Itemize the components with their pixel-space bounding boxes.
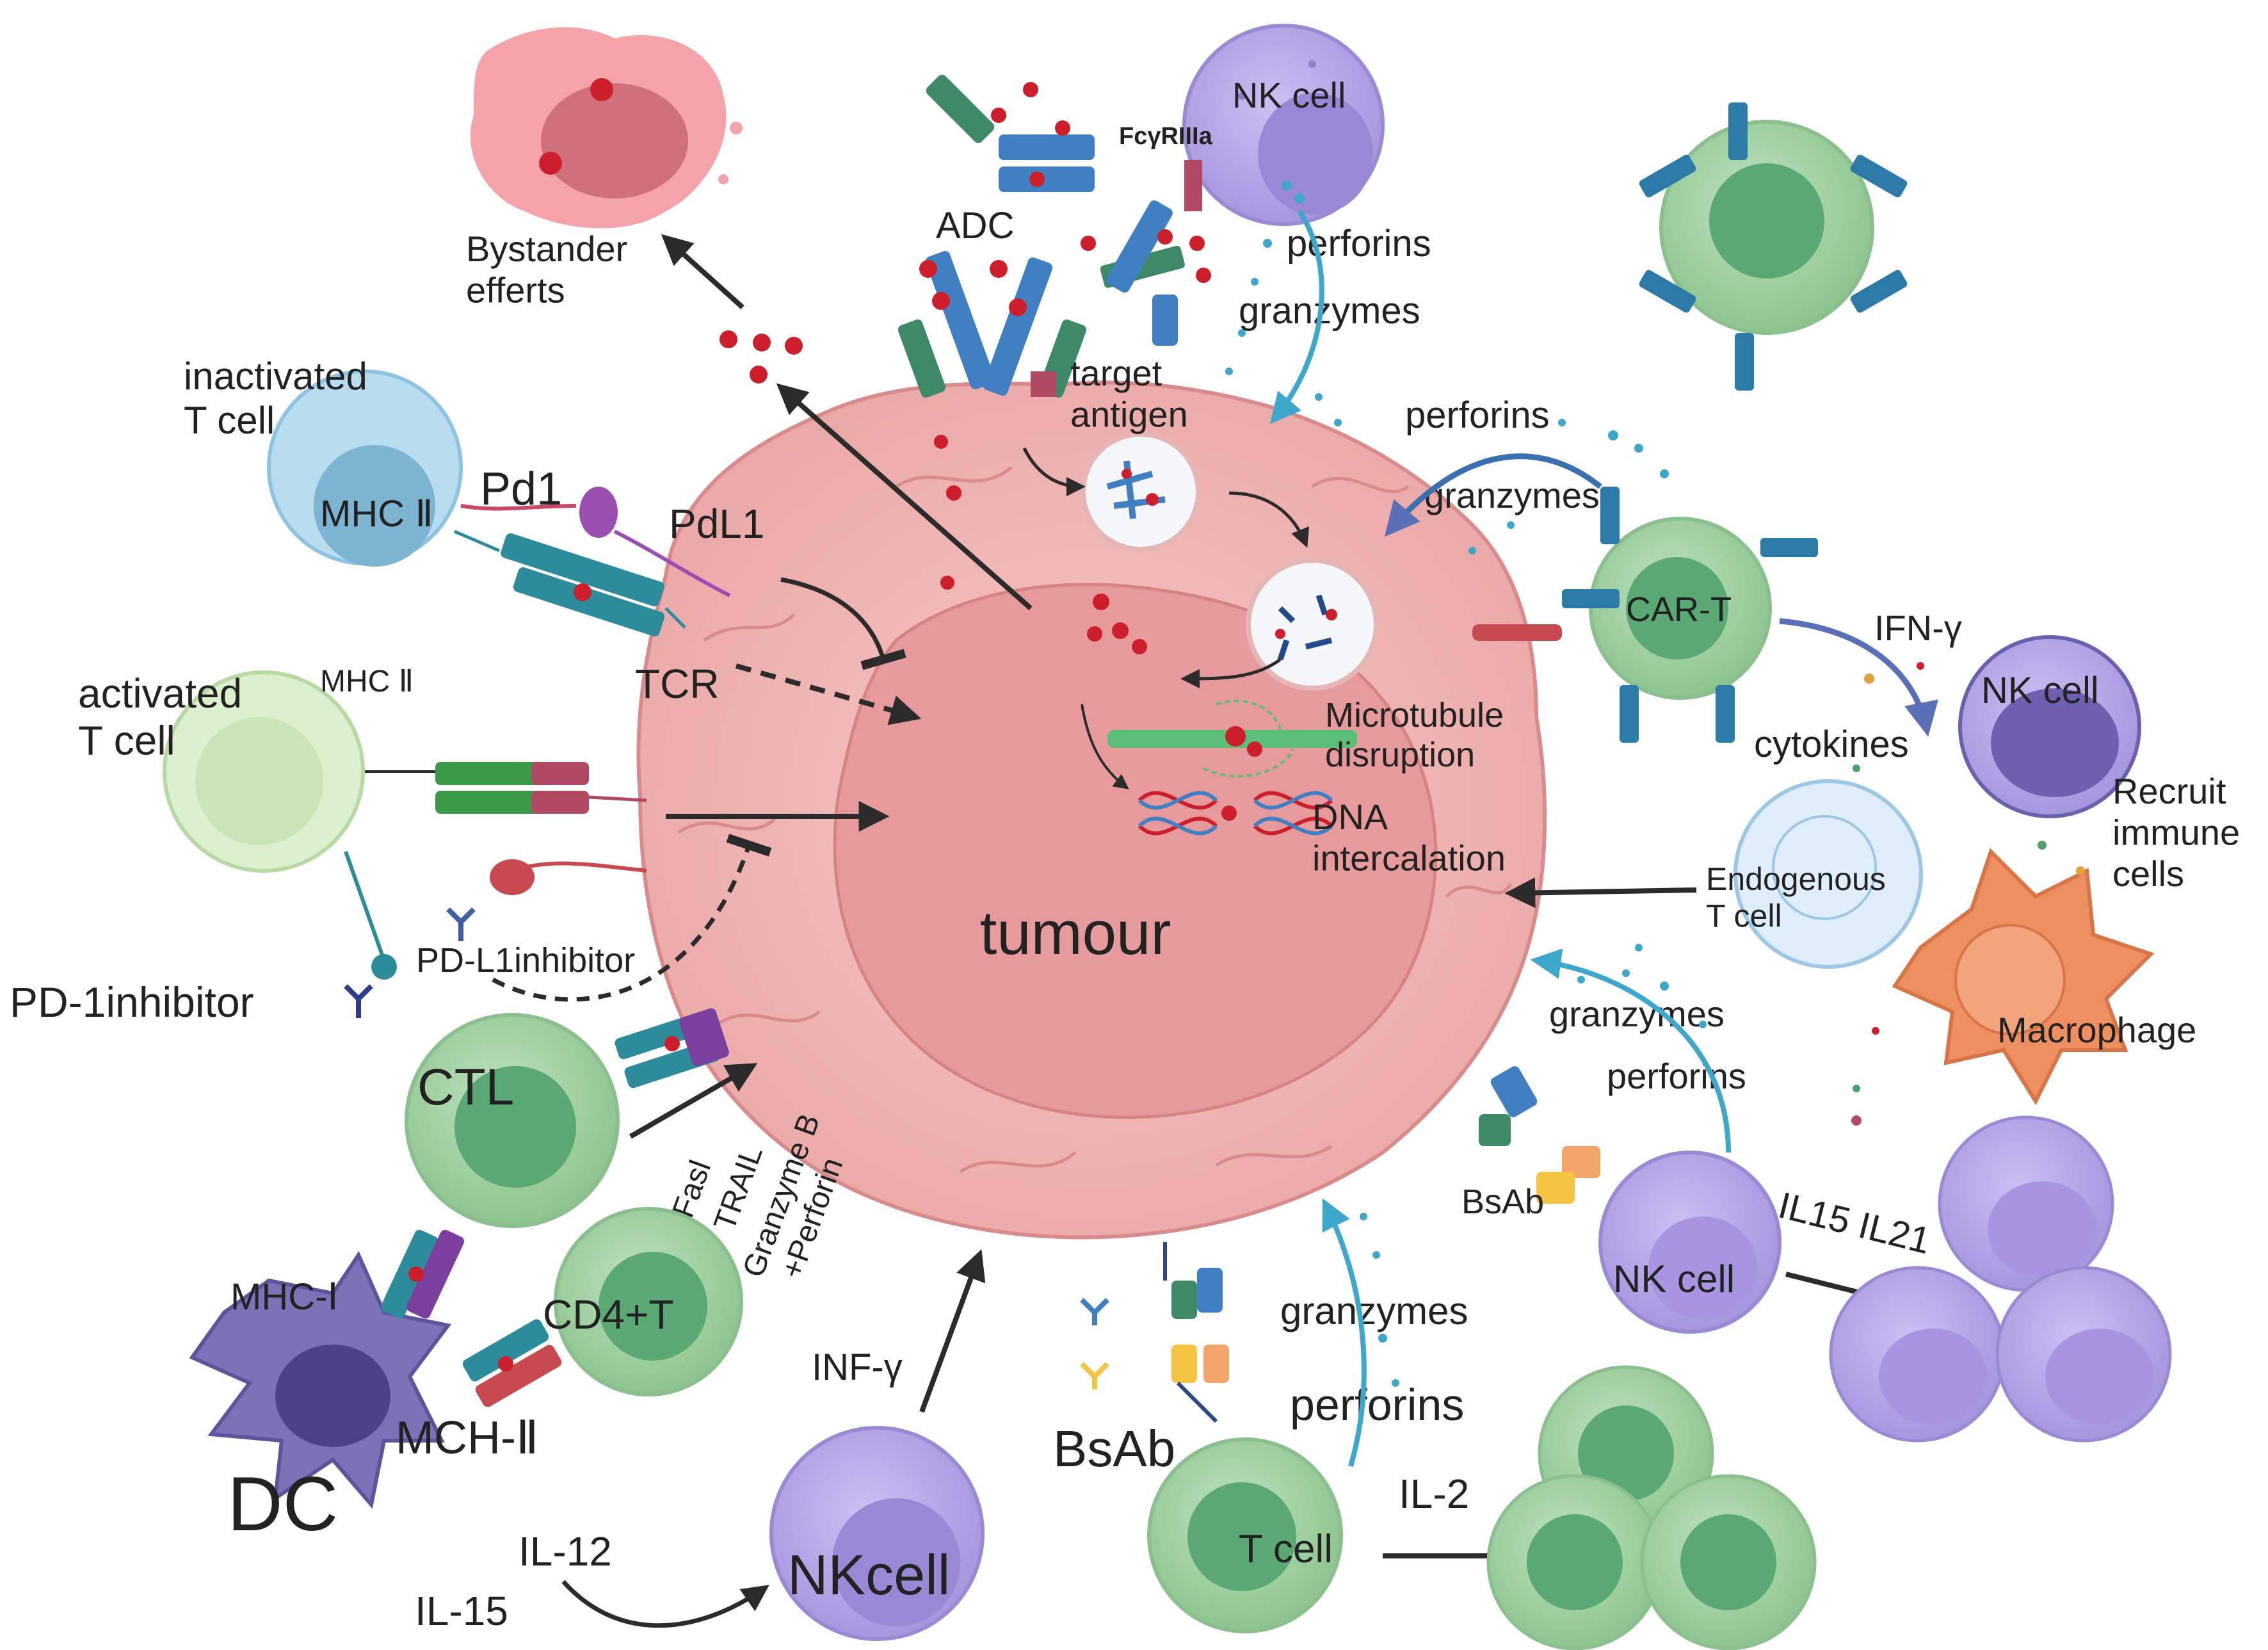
tcr-mhc-complex-ctl xyxy=(615,1008,729,1088)
microtubule-label: Microtubule disruption xyxy=(1325,696,1513,774)
adc-label: ADC xyxy=(936,205,1014,247)
il15-label: IL-15 xyxy=(415,1588,508,1634)
bystander-label: Bystander efferts xyxy=(466,229,638,310)
mhc-ii-complex xyxy=(462,1319,562,1407)
label-line: disruption xyxy=(1325,736,1475,774)
ctl-label: CTL xyxy=(417,1058,514,1115)
mhc-ii-act-label: MHC Ⅱ xyxy=(320,665,414,699)
fcgr-label: FcγRIIIa xyxy=(1119,123,1213,150)
pdl1-label: PdL1 xyxy=(669,501,764,547)
cytokine-dots xyxy=(1851,662,2085,1126)
endogenous-label: Endogenous T cell xyxy=(1706,861,1895,934)
tcr-label: TCR xyxy=(635,661,720,707)
tumour-label: tumour xyxy=(980,899,1171,967)
nk-top-label: NK cell xyxy=(1232,75,1346,115)
car-t-cell-topright xyxy=(1639,102,1908,391)
cd4-t-cell xyxy=(554,1207,743,1396)
nk-cell-top xyxy=(1182,24,1385,226)
granzymes-top-label: granzymes xyxy=(1239,290,1420,332)
ifn-g-label: IFN-γ xyxy=(1874,608,1962,648)
cytotoxic-granules-top xyxy=(1225,239,1342,426)
cytotoxic-granules-bottom xyxy=(1360,1213,1399,1387)
car-t-label: CAR-T xyxy=(1626,590,1732,629)
microtubule xyxy=(1107,699,1357,778)
nk-cell-expansion xyxy=(1829,1115,2172,1443)
nkcell-bottom-label: NKcell xyxy=(787,1543,950,1606)
label-line: T cell xyxy=(1706,898,1782,934)
t-cell-bottom-label: T cell xyxy=(1239,1527,1333,1571)
inactivated-t-label: inactivated T cell xyxy=(184,355,378,442)
dna-helix xyxy=(1138,791,1333,836)
activated-t-cell xyxy=(163,670,365,873)
macrophage-label: Macrophage xyxy=(1997,1010,2196,1050)
car-t-cell xyxy=(1472,487,1818,743)
pd1-pdl1-complex xyxy=(454,487,731,637)
endogenous-t-cell xyxy=(1733,779,1923,969)
t-cell-bottom xyxy=(1147,1437,1343,1633)
t-cell-expansion xyxy=(1486,1365,1817,1650)
bsab-right xyxy=(1479,1066,1600,1204)
label-line: efferts xyxy=(466,270,565,310)
endosome-2 xyxy=(1246,558,1379,691)
label-line: T cell xyxy=(184,399,275,442)
inf-g-label: INF-γ xyxy=(812,1347,903,1388)
perforins-right-label: perforins xyxy=(1607,1056,1746,1096)
label-line: intercalation xyxy=(1312,837,1506,878)
granzymes-cart-label: granzymes xyxy=(1424,475,1600,515)
mhc-i-complex xyxy=(380,1229,465,1319)
label-line: immune xyxy=(2112,812,2240,852)
mhc-i-label: MHC-Ⅰ xyxy=(230,1276,339,1318)
nk-cell-bottom xyxy=(769,1426,985,1641)
inactivated-t-cell xyxy=(267,369,463,567)
il15-il21-label: IL15 IL21 xyxy=(1774,1185,1934,1263)
tcr-mhc-complex-act xyxy=(365,762,647,814)
il12-label: IL-12 xyxy=(519,1528,612,1574)
label-line: cells xyxy=(2112,853,2184,894)
cytokines-label: cytokines xyxy=(1754,724,1909,765)
bsab-right-label: BsAb xyxy=(1461,1183,1544,1221)
dc-label: DC xyxy=(227,1461,338,1547)
endosome-1 xyxy=(1081,432,1201,552)
payload-stars-tumour xyxy=(940,485,1147,654)
payload-stars-outside xyxy=(720,330,948,449)
granzymes-bottom-label: granzymes xyxy=(1280,1290,1468,1332)
nk-cell-right xyxy=(1958,635,2141,818)
nk-right-label: NK cell xyxy=(1981,670,2099,711)
dna-label: DNA intercalation xyxy=(1312,797,1506,878)
adc-antibody-bound xyxy=(897,251,1087,398)
granzymes-right-label: granzymes xyxy=(1549,994,1725,1034)
nk-bottom-right-label: NK cell xyxy=(1613,1258,1735,1300)
target-antigen-label: target antigen xyxy=(1070,353,1188,434)
activated-t-label: activated T cell xyxy=(78,670,253,764)
cytotoxic-granules-right xyxy=(1577,944,1707,1028)
adc-antibody-top xyxy=(926,74,1095,192)
macrophage-cell xyxy=(1892,848,2155,1106)
bystander-cell xyxy=(470,27,743,229)
cd4t-label: CD4+T xyxy=(543,1291,674,1338)
pd1-inhibitor-label: PD-1inhibitor xyxy=(10,978,254,1026)
bsab-bottom-label: BsAb xyxy=(1053,1420,1175,1477)
perforins-bottom-label: perforins xyxy=(1290,1380,1464,1430)
ctl-cell xyxy=(405,1013,620,1228)
bystander-line: Bystander xyxy=(466,229,627,269)
label-line: antigen xyxy=(1070,394,1188,434)
dc-cell xyxy=(189,1250,452,1509)
perforins-cart-label: perforins xyxy=(1405,394,1550,436)
mch-ii-label: MCH-Ⅱ xyxy=(396,1412,538,1464)
il2-label: IL-2 xyxy=(1399,1471,1469,1517)
label-line: T cell xyxy=(78,718,175,764)
mhc-ii-inact-label: MHC Ⅱ xyxy=(320,493,433,535)
cytotoxic-granules-cart xyxy=(1468,419,1669,554)
fc-receptor-antibody xyxy=(1081,160,1211,346)
pd1-pdl1-blocked xyxy=(344,851,647,1018)
nk-cell-bottom-right xyxy=(1598,1151,1781,1334)
pdl1-inhibitor-label: PD-L1inhibitor xyxy=(416,941,635,980)
bsab-bottom xyxy=(1080,1242,1229,1423)
tumour-nucleus xyxy=(833,583,1438,1119)
